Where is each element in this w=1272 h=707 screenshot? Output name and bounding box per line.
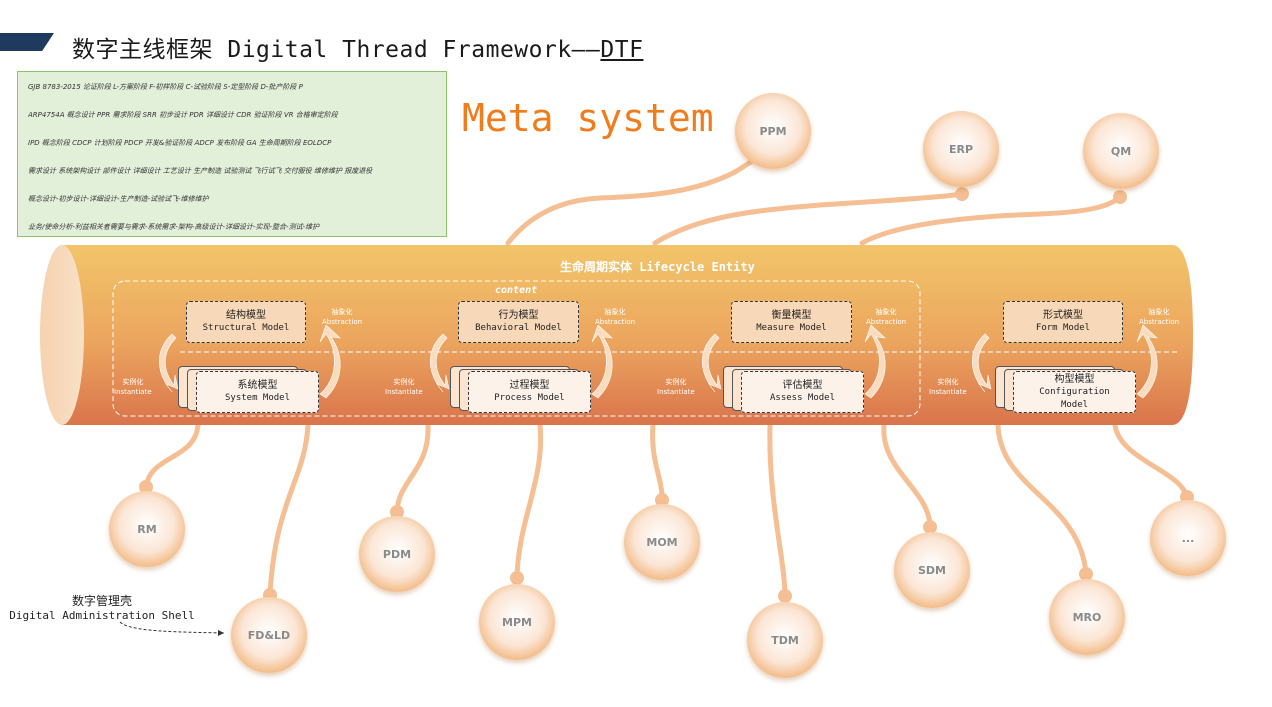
note-line: 概念设计-初步设计-详细设计-生产制造-试验试飞-维修维护 [28,195,209,203]
note-line: IPD 概念阶段 CDCP 计划阶段 PDCP 开发&验证阶段 ADCP 发布阶… [28,139,332,147]
digital-administration-shell-label: 数字管理壳 Digital Administration Shell [8,592,196,622]
note-line: GJB 8783-2015 论证阶段 L-方案阶段 F-初样阶段 C-试验阶段 … [28,83,303,91]
system-node-tdm[interactable]: TDM [747,602,823,678]
model-name-zh: 构型模型 [1054,373,1095,385]
lifecycle-tube [40,245,1193,425]
page-title: 数字主线框架 Digital Thread Framework——DTF [72,37,644,63]
header-accent-bar [0,33,54,51]
form-model-box[interactable]: 形式模型 Form Model [1003,301,1123,343]
lifecycle-phases-note: GJB 8783-2015 论证阶段 L-方案阶段 F-初样阶段 C-试验阶段 … [17,71,447,237]
model-name-en: Form Model [1035,323,1091,333]
shell-label-en: Digital Administration Shell [9,609,195,622]
content-frame [112,280,921,417]
note-line: 需求设计 系统架构设计 部件设计 详细设计 工艺设计 生产制造 试验测试 飞行试… [28,167,373,175]
process-model-box[interactable]: 过程模型 Process Model [468,371,591,413]
behavioral-model-box[interactable]: 行为模型 Behavioral Model [458,301,579,343]
system-node-mpm[interactable]: MPM [479,584,555,660]
model-name-zh: 结构模型 [226,310,266,321]
note-line: 业务/使命分析-利益相关者需要与需求-系统需求-架构-高级设计-详细设计-实现-… [28,223,320,231]
system-node-mom[interactable]: MOM [624,504,700,580]
system-node-pdm[interactable]: PDM [359,516,435,592]
model-name-en: Measure Model [756,323,827,333]
configuration-model-box[interactable]: 构型模型 Configuration Model [1013,371,1136,413]
model-name-en: Structural Model [202,323,290,333]
shell-label-zh: 数字管理壳 [71,594,132,608]
note-line: ARP4754A 概念设计 PPR 需求阶段 SRR 初步设计 PDR 详细设计… [28,111,338,119]
model-name-zh: 形式模型 [1043,310,1083,321]
model-name-zh: 系统模型 [237,380,278,391]
system-node-mro[interactable]: MRO [1049,579,1125,655]
cycle-arrows [159,324,1158,399]
model-name-en: System Model [224,393,291,403]
model-name-zh: 衡量模型 [771,310,812,321]
model-name-zh: 过程模型 [509,380,550,391]
content-label: content [495,285,538,296]
system-node-rm[interactable]: RM [109,491,185,567]
shell-pointer-arrowhead [218,630,224,636]
bottom-connectors [143,422,1190,599]
system-model-box[interactable]: 系统模型 System Model [196,371,319,413]
system-node-sdm[interactable]: SDM [894,532,970,608]
model-name-en: Configuration Model [1039,386,1110,410]
measure-model-box[interactable]: 衡量模型 Measure Model [731,301,852,343]
model-name-zh: 行为模型 [498,310,539,321]
system-node-qm[interactable]: QM [1083,113,1159,189]
system-node-fdld[interactable]: FD&LD [231,597,307,673]
meta-system-title: Meta system [462,96,714,140]
model-name-zh: 评估模型 [782,380,823,391]
structural-model-box[interactable]: 结构模型 Structural Model [186,301,306,343]
model-name-en: Assess Model [769,393,836,403]
system-node-erp[interactable]: ERP [923,111,999,187]
system-node-ppm[interactable]: PPM [735,93,811,169]
model-name-en: Process Model [494,393,565,403]
bottom-connector-dots [139,480,1194,603]
top-connectors [505,139,1123,246]
shell-pointer-arrow [119,621,225,634]
assess-model-box[interactable]: 评估模型 Assess Model [741,371,864,413]
system-node-more[interactable]: ... [1150,500,1226,576]
lifecycle-entity-title: 生命周期实体 Lifecycle Entity [560,260,755,274]
model-name-en: Behavioral Model [475,323,562,333]
page-title-dtf: DTF [600,37,644,63]
